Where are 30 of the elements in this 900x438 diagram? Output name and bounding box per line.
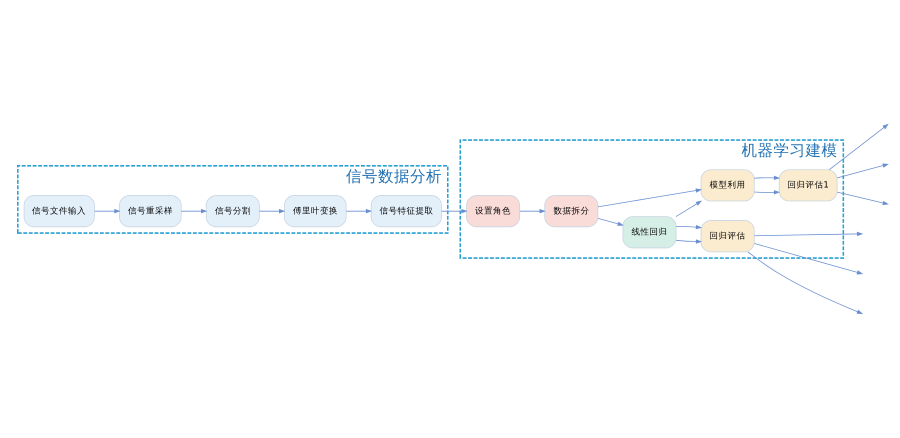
node-box: 数据拆分 bbox=[544, 195, 598, 228]
arrow bbox=[836, 164, 889, 178]
node-box: 傅里叶变换 bbox=[284, 195, 347, 228]
arrow bbox=[836, 192, 889, 206]
node-box: 设置角色 bbox=[466, 195, 520, 228]
arrow bbox=[747, 252, 864, 314]
node-box: 信号分割 bbox=[206, 195, 260, 228]
node-box: 回归评估1 bbox=[778, 169, 838, 202]
arrow bbox=[346, 208, 372, 214]
arrow bbox=[598, 188, 702, 208]
arrow bbox=[180, 209, 208, 214]
arrow bbox=[94, 209, 121, 214]
node-box: 线性回归 bbox=[622, 216, 676, 248]
arrow bbox=[676, 224, 702, 230]
arrow bbox=[676, 200, 702, 217]
arrow bbox=[754, 190, 780, 195]
node-box: 模型利用 bbox=[700, 169, 755, 202]
arrow bbox=[259, 208, 286, 214]
arrow bbox=[828, 124, 889, 170]
node-box: 信号特征提取 bbox=[370, 195, 442, 228]
arrow bbox=[598, 218, 624, 226]
arrow bbox=[754, 243, 864, 274]
arrow bbox=[754, 232, 864, 236]
arrow bbox=[676, 239, 702, 244]
arrow bbox=[441, 208, 468, 214]
arrow bbox=[754, 176, 780, 180]
node-box: 信号文件输入 bbox=[24, 195, 95, 228]
node-box: 回归评估 bbox=[700, 220, 755, 252]
node-box: 信号重采样 bbox=[119, 195, 182, 228]
arrow bbox=[519, 208, 546, 214]
